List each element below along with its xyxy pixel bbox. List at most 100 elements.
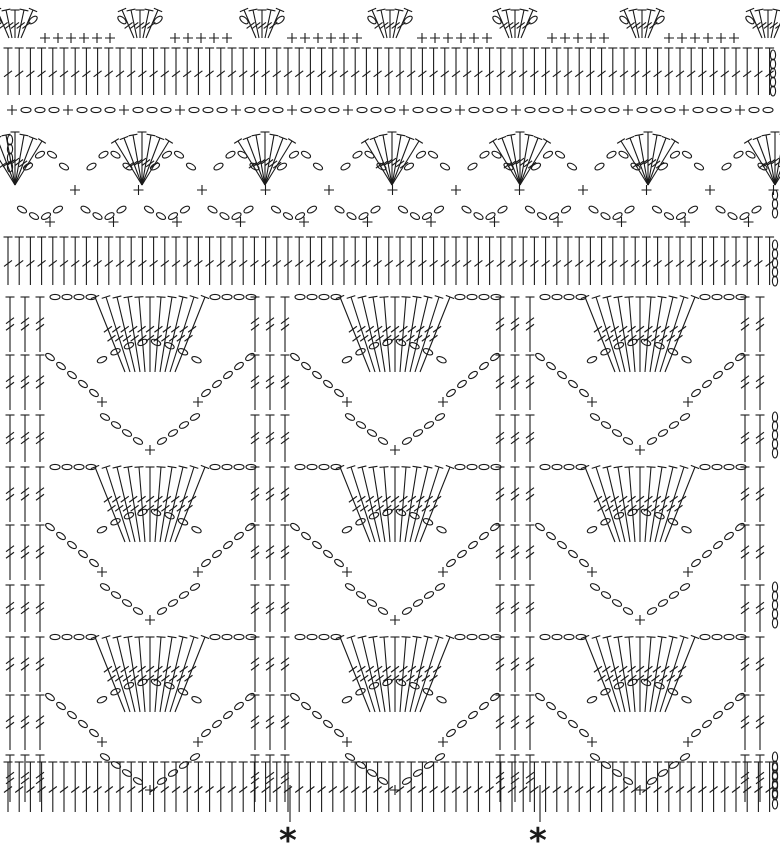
double-crochet xyxy=(142,138,160,185)
single-crochet xyxy=(482,33,492,43)
stitch-top-bar xyxy=(20,134,29,136)
stitch-top-bar xyxy=(135,297,144,298)
chain-stitch xyxy=(600,687,611,696)
single-crochet xyxy=(586,33,596,43)
chain-stitch xyxy=(344,412,355,422)
stitch-slash xyxy=(357,666,365,672)
chain-stitch xyxy=(707,107,717,112)
chain-stitch xyxy=(62,464,72,469)
chain-stitch xyxy=(581,107,591,112)
stitch-top-bar xyxy=(111,139,119,144)
chain-stitch xyxy=(401,606,412,616)
double-crochet xyxy=(384,467,390,542)
chain-stitch xyxy=(701,549,712,559)
stitch-slash xyxy=(425,326,433,332)
stitch-slash xyxy=(188,496,196,502)
stitch-slash xyxy=(360,505,368,511)
stitch-top-bar xyxy=(234,139,242,144)
double-crochet xyxy=(400,297,406,372)
top-border-section xyxy=(0,8,780,115)
stitch-top-bar xyxy=(369,636,378,637)
chain-stitch xyxy=(734,352,745,362)
stitch-slash xyxy=(360,675,368,681)
chain-stitch xyxy=(491,15,502,25)
stitch-slash xyxy=(605,335,613,341)
chain-stitch xyxy=(409,341,420,350)
chain-stitch xyxy=(322,719,333,729)
chain-stitch xyxy=(116,15,127,25)
chain-stitch xyxy=(222,464,232,469)
chain-stitch xyxy=(164,511,175,520)
chain-stitch xyxy=(35,107,45,112)
chain-stitch xyxy=(88,728,99,738)
chain-stitch xyxy=(222,634,232,639)
chain-stitch xyxy=(534,522,545,532)
stitch-slash xyxy=(667,505,675,511)
single-crochet xyxy=(313,33,323,43)
stitch-slash xyxy=(422,505,430,511)
repeat-marker-1: * xyxy=(279,821,297,852)
chain-stitch xyxy=(536,211,547,221)
single-crochet xyxy=(705,185,715,195)
chain-stitch xyxy=(723,531,734,541)
single-crochet xyxy=(175,105,185,115)
double-crochet xyxy=(618,297,630,372)
single-crochet xyxy=(703,33,713,43)
stitch-slash xyxy=(433,496,441,502)
chain-stitch xyxy=(99,412,110,422)
single-crochet xyxy=(388,185,398,195)
chain-stitch xyxy=(156,776,167,786)
chain-stitch xyxy=(300,531,311,541)
chain-stitch xyxy=(679,582,690,592)
chain-stitch xyxy=(80,205,91,215)
chain-stitch xyxy=(409,511,420,520)
chain-stitch xyxy=(552,294,562,299)
chain-stitch xyxy=(427,107,437,112)
stitch-slash xyxy=(605,675,613,681)
chain-stitch xyxy=(668,420,679,430)
single-crochet xyxy=(63,105,73,115)
single-crochet xyxy=(635,445,645,455)
lace-fan-section xyxy=(0,132,780,227)
single-crochet xyxy=(193,567,203,577)
single-crochet xyxy=(469,33,479,43)
single-crochet xyxy=(261,185,271,195)
stitch-slash xyxy=(605,505,613,511)
stitch-top-bar xyxy=(402,467,411,468)
single-crochet xyxy=(511,105,521,115)
chain-stitch xyxy=(110,687,121,696)
chain-stitch xyxy=(611,598,622,608)
stitch-slash xyxy=(349,666,357,672)
chain-stitch xyxy=(564,634,574,639)
double-crochet xyxy=(648,138,666,185)
chain-stitch xyxy=(600,420,611,430)
chain-stitch xyxy=(668,590,679,600)
chain-stitch xyxy=(712,294,722,299)
chain-stitch xyxy=(200,558,211,568)
single-crochet xyxy=(635,615,645,625)
chain-stitch xyxy=(483,107,493,112)
stitch-top-bar xyxy=(168,296,177,297)
stitch-slash xyxy=(670,666,678,672)
single-crochet xyxy=(145,445,155,455)
chain-stitch xyxy=(724,464,734,469)
chain-stitch xyxy=(763,107,773,112)
double-crochet xyxy=(618,467,630,542)
chain-stitch xyxy=(467,634,477,639)
stitch-top-bar xyxy=(647,467,656,468)
chain-stitch xyxy=(618,15,629,25)
chain-stitch xyxy=(524,205,535,215)
double-crochet xyxy=(155,467,161,542)
single-crochet xyxy=(300,33,310,43)
chain-stitch xyxy=(545,701,556,711)
chain-stitch xyxy=(723,701,734,711)
chain-stitch xyxy=(217,107,227,112)
chain-stitch xyxy=(355,590,366,600)
stitch-slash xyxy=(115,675,123,681)
stitch-top-bar xyxy=(369,466,378,467)
chain-stitch xyxy=(690,728,701,738)
chain-stitch xyxy=(489,522,500,532)
stitch-slash xyxy=(433,326,441,332)
single-crochet xyxy=(587,737,597,747)
chain-stitch xyxy=(409,211,420,221)
